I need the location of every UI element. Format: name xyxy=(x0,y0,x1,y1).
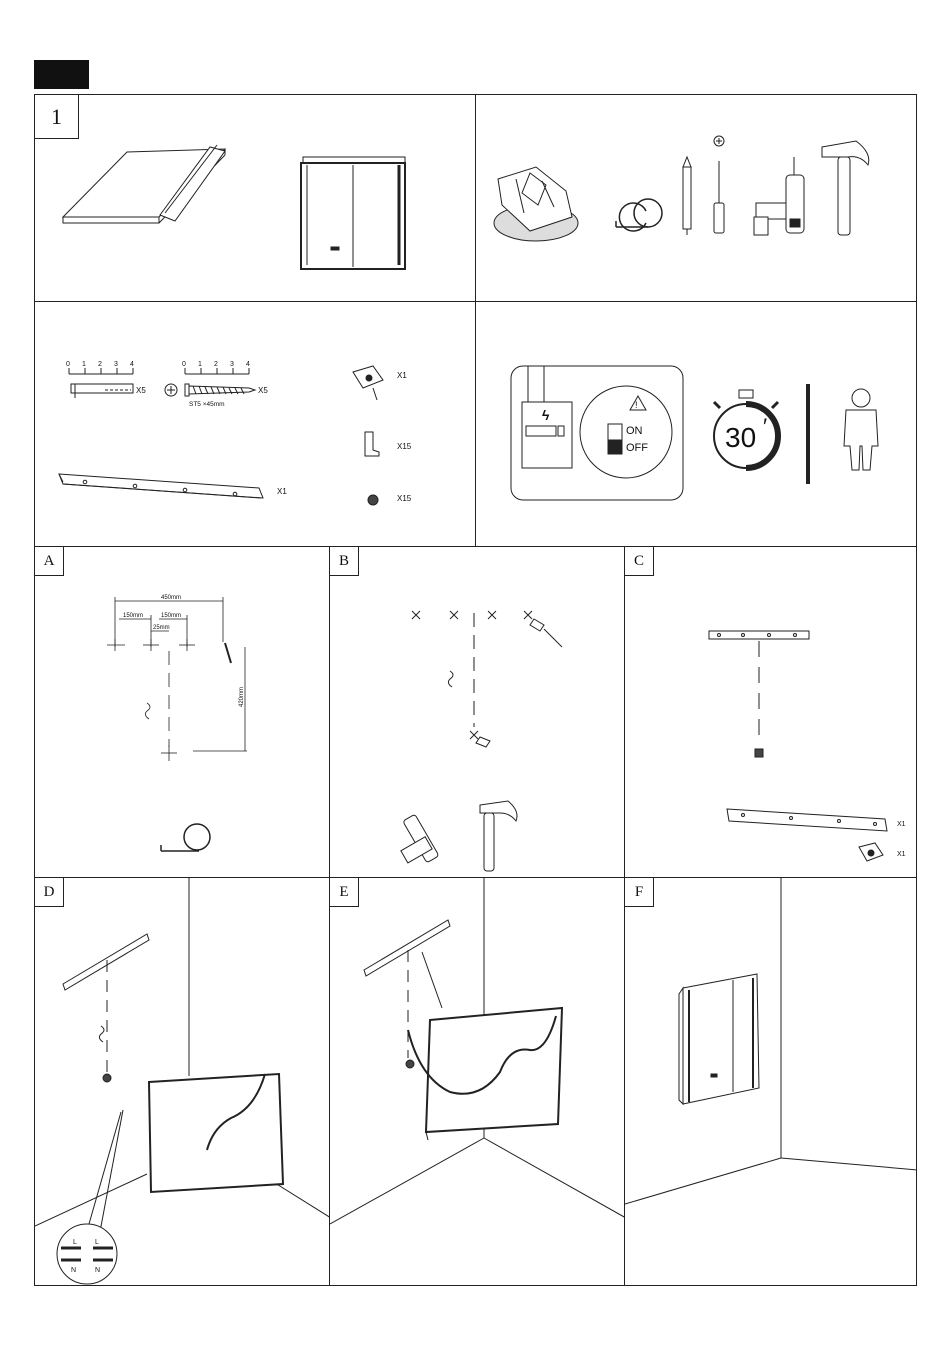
mounting-rail-icon xyxy=(59,474,263,498)
rail-part-icon xyxy=(727,809,887,831)
dimension-middle: 150mm xyxy=(161,613,181,619)
contents-illustration xyxy=(35,95,476,302)
panel-step-b-drill: B xyxy=(329,546,625,878)
dimension-vertical: 420mm xyxy=(239,687,245,707)
measure-diagram: 450mm 150mm 150mm 25mm 420mm xyxy=(35,547,330,878)
drill-mark-1 xyxy=(412,611,420,619)
ruler-tick-0: 0 xyxy=(66,361,70,368)
finished-diagram xyxy=(625,878,917,1286)
packaged-box-icon xyxy=(63,145,225,223)
ruler-tick-4: 4 xyxy=(130,361,134,368)
wiring-diagram: L L N N xyxy=(35,878,330,1286)
screw-ruler-tick-3: 3 xyxy=(230,361,234,368)
connector-part-quantity: X1 xyxy=(897,851,906,858)
ruler-tick-3: 3 xyxy=(114,361,118,368)
panel-hardware: 0 1 2 3 4 X5 0 1 2 3 4 X5 ST xyxy=(34,301,476,547)
wire-zoom-icon xyxy=(57,1224,117,1284)
wire-neutral-left: N xyxy=(71,1267,76,1274)
screw-ruler xyxy=(185,368,249,374)
rail-quantity: X1 xyxy=(277,487,287,496)
drill-mark-3 xyxy=(488,611,496,619)
high-voltage-icon: ϟ xyxy=(542,407,550,423)
pencil-icon xyxy=(683,157,691,235)
screw-ruler-tick-2: 2 xyxy=(214,361,218,368)
hang-diagram xyxy=(330,878,625,1286)
bracket-diagram: X1 X1 xyxy=(625,547,917,878)
tape-measure-icon xyxy=(161,824,210,851)
screw-ruler-tick-1: 1 xyxy=(198,361,202,368)
hardware-illustration: 0 1 2 3 4 X5 0 1 2 3 4 X5 ST xyxy=(35,302,476,547)
timer-unit: ′ xyxy=(763,414,767,439)
warning-icon: ! xyxy=(635,400,638,410)
anchor-quantity: X5 xyxy=(136,386,146,395)
wire-live-right: L xyxy=(95,1239,99,1246)
panel-step-d-wiring: D L L N N xyxy=(34,877,330,1286)
mirror-cabinet-icon xyxy=(301,157,405,269)
switch-off-label: OFF xyxy=(626,442,648,454)
panel-step-1-contents: 1 xyxy=(34,94,476,302)
drill-mark-5 xyxy=(470,731,478,739)
drill-icon xyxy=(401,814,439,863)
connector-icon xyxy=(755,749,763,757)
connector-icon xyxy=(353,366,383,400)
panel-step-c-bracket: C X1 X1 xyxy=(624,546,917,878)
anchor-ruler xyxy=(69,368,133,374)
wall-rail-icon xyxy=(63,934,149,990)
wire-neutral-right: N xyxy=(95,1267,100,1274)
drill-icon xyxy=(754,157,804,235)
panel-tools xyxy=(475,94,917,302)
panel-step-e-hang: E xyxy=(329,877,625,1286)
ruler-tick-2: 2 xyxy=(98,361,102,368)
ruler-tick-1: 1 xyxy=(82,361,86,368)
panel-safety: ϟ ! ON OFF 30 ′ xyxy=(475,301,917,547)
dimension-total: 450mm xyxy=(161,595,181,601)
screw-icon xyxy=(185,384,255,396)
person-icon xyxy=(844,389,878,470)
header-block xyxy=(34,60,89,89)
hammer-icon xyxy=(480,801,517,871)
screw-quantity: X5 xyxy=(258,386,268,395)
tape-measure-icon xyxy=(616,199,662,231)
hammer-icon xyxy=(822,141,869,235)
cabinet-back-icon xyxy=(426,1008,562,1132)
timer-minutes: 30 xyxy=(725,422,756,453)
dimension-small: 25mm xyxy=(153,625,170,631)
plus-icon xyxy=(165,384,177,396)
drill-diagram xyxy=(330,547,625,878)
bottom-rule xyxy=(34,1285,917,1286)
panel-step-f-done: F xyxy=(624,877,917,1286)
nut-quantity: X15 xyxy=(397,494,412,503)
dimension-left: 150mm xyxy=(123,613,143,619)
wire-live-left: L xyxy=(73,1239,77,1246)
panel-step-a-measure: A 450mm 150mm 150mm 25mm 420mm xyxy=(34,546,330,878)
screw-ruler-tick-4: 4 xyxy=(246,361,250,368)
nut-icon xyxy=(368,495,378,505)
connector-quantity: X1 xyxy=(397,371,407,380)
wall-anchor-icon xyxy=(71,384,133,398)
switch-on-label: ON xyxy=(626,425,643,437)
mounted-cabinet-icon xyxy=(683,974,759,1104)
clip-icon xyxy=(365,432,379,456)
screwdriver-icon xyxy=(714,136,724,233)
tools-illustration xyxy=(476,95,917,302)
clip-quantity: X15 xyxy=(397,442,412,451)
drill-mark-2 xyxy=(450,611,458,619)
cabinet-back-icon xyxy=(149,1074,283,1192)
screw-ruler-tick-0: 0 xyxy=(182,361,186,368)
screw-specification: ST5 ×45mm xyxy=(189,401,225,408)
drill-mark-4 xyxy=(524,611,532,619)
safety-illustration: ϟ ! ON OFF 30 ′ xyxy=(476,302,917,547)
toolbox-icon xyxy=(494,167,578,241)
wall-rail-icon xyxy=(364,920,450,976)
rail-part-quantity: X1 xyxy=(897,821,906,828)
